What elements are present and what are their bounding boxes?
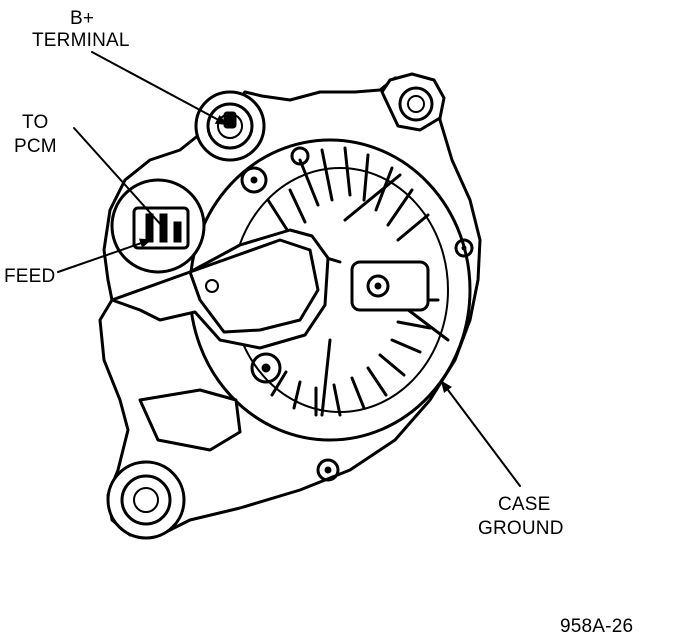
to-pcm-label-line2: PCM	[14, 136, 57, 157]
b-plus-label-line2: TERMINAL	[32, 30, 130, 51]
case-ground-label-line1: CASE	[498, 494, 551, 515]
b-plus-terminal	[194, 90, 266, 162]
leader-lines	[57, 51, 521, 487]
to-pcm-leader	[73, 127, 163, 227]
b-plus-leader	[91, 51, 228, 125]
bolt-bosses	[240, 146, 474, 482]
labels: B+ TERMINAL TO PCM FEED CASE GROUND 958A…	[4, 8, 633, 637]
feed-leader	[57, 238, 152, 273]
to-pcm-label-line1: TO	[22, 112, 48, 133]
mounting-ear-top	[380, 72, 446, 132]
case-ground-label-line2: GROUND	[478, 518, 564, 539]
case-ground-leader	[440, 380, 521, 487]
b-plus-label-line1: B+	[70, 8, 94, 29]
side-boss	[350, 260, 430, 312]
feed-label: FEED	[4, 266, 55, 287]
mounting-ear-bottom	[106, 460, 186, 540]
figure-id: 958A-26	[560, 616, 633, 637]
pcm-connector	[110, 178, 206, 274]
regulator-cover	[110, 228, 330, 452]
